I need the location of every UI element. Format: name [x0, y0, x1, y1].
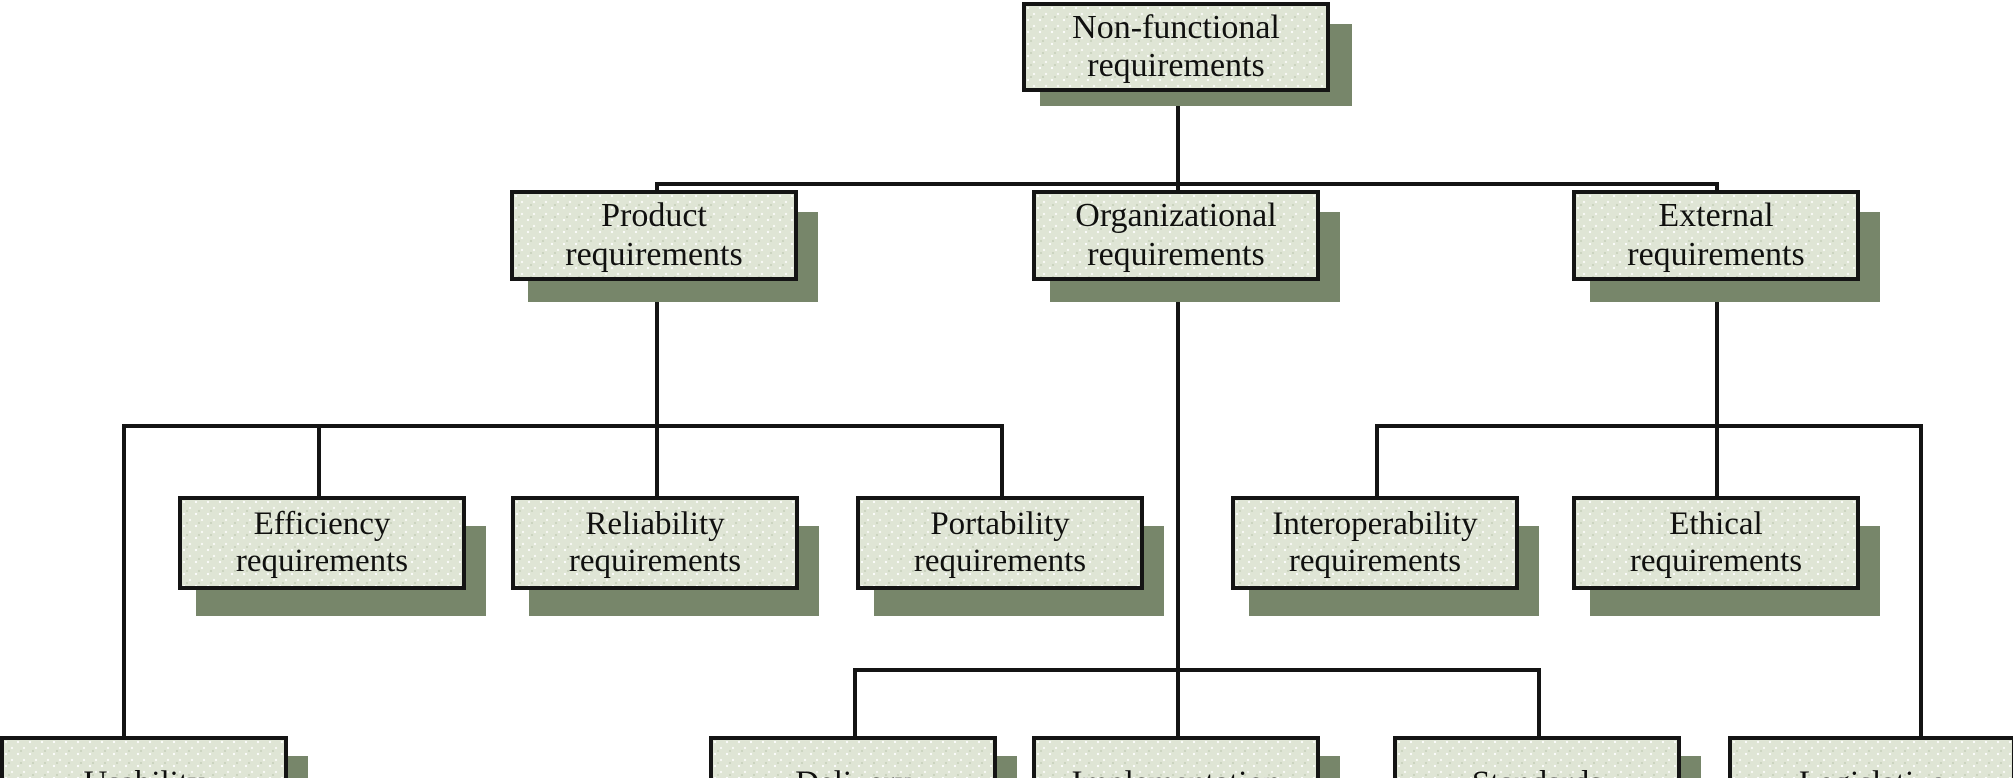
edge-root-stem	[1176, 92, 1180, 184]
node-delivery[interactable]: Delivery	[709, 736, 997, 778]
edge-external-stem	[1715, 281, 1719, 426]
node-label-line1: Efficiency	[253, 506, 391, 543]
node-product-requirements[interactable]: Product requirements	[510, 190, 798, 281]
edge-to-delivery	[853, 668, 857, 736]
edge-to-implementation	[1176, 668, 1180, 736]
node-label-line2: requirements	[1087, 47, 1265, 84]
node-shadow-implementation-side	[1314, 756, 1340, 778]
node-label-line1: Organizational	[1075, 197, 1277, 235]
edge-organizational-bus	[853, 668, 1541, 672]
node-efficiency-requirements[interactable]: Efficiency requirements	[178, 496, 466, 590]
edge-organizational-stem	[1176, 281, 1180, 672]
node-implementation[interactable]: Implementation	[1032, 736, 1320, 778]
edge-to-usability-drop	[122, 424, 126, 736]
edge-to-portability	[1000, 424, 1004, 496]
node-label-line1: Product	[601, 197, 707, 235]
node-label-line2: requirements	[1627, 235, 1805, 273]
node-label-line2: requirements	[1629, 543, 1803, 579]
node-label-line2: requirements	[565, 235, 743, 273]
edge-external-bus	[1375, 424, 1923, 428]
node-label-line2: requirements	[1087, 235, 1265, 273]
node-organizational-requirements[interactable]: Organizational requirements	[1032, 190, 1320, 281]
node-label-line1: Legislative	[1799, 765, 1946, 778]
node-external-requirements[interactable]: External requirements	[1572, 190, 1860, 281]
edge-to-reliability	[655, 424, 659, 496]
node-shadow-interoperability	[1249, 590, 1531, 616]
node-label-line2: requirements	[913, 543, 1087, 579]
node-legislative[interactable]: Legislative	[1728, 736, 2013, 778]
node-label-line2: requirements	[235, 543, 409, 579]
node-standards[interactable]: Standards	[1393, 736, 1681, 778]
node-label-line1: Portability	[930, 506, 1070, 543]
node-label-line1: Standards	[1472, 765, 1602, 778]
edge-level2-bus	[655, 182, 1719, 186]
edge-product-stem	[655, 281, 659, 426]
edge-to-ethical	[1715, 424, 1719, 496]
node-non-functional-requirements[interactable]: Non-functional requirements	[1022, 2, 1330, 92]
node-label-line2: requirements	[1288, 543, 1462, 579]
node-label-line1: Implementation	[1072, 765, 1281, 778]
node-label-line1: Delivery	[795, 765, 910, 778]
node-usability[interactable]: Usability	[0, 736, 288, 778]
node-shadow-standards-side	[1675, 756, 1701, 778]
node-interoperability-requirements[interactable]: Interoperability requirements	[1231, 496, 1519, 590]
node-label-line1: Reliability	[585, 506, 725, 543]
node-shadow-usability-side	[282, 756, 308, 778]
node-label-line2: requirements	[568, 543, 742, 579]
node-label-line1: Non-functional	[1072, 8, 1280, 46]
node-ethical-requirements[interactable]: Ethical requirements	[1572, 496, 1860, 590]
node-portability-requirements[interactable]: Portability requirements	[856, 496, 1144, 590]
edge-to-efficiency	[317, 424, 321, 496]
node-label-line1: External	[1658, 197, 1774, 235]
edge-to-standards	[1537, 668, 1541, 736]
node-reliability-requirements[interactable]: Reliability requirements	[511, 496, 799, 590]
edge-to-legislative-drop	[1919, 424, 1923, 736]
node-shadow-efficiency	[196, 590, 478, 616]
node-shadow-portability	[874, 590, 1156, 616]
node-label-line1: Ethical	[1669, 506, 1763, 543]
node-shadow-reliability	[529, 590, 811, 616]
edge-to-interoperability	[1375, 424, 1379, 496]
node-shadow-ethical	[1590, 590, 1872, 616]
node-shadow-delivery-side	[991, 756, 1017, 778]
node-label-line1: Interoperability	[1272, 506, 1478, 543]
node-label-line1: Usability	[84, 765, 205, 778]
edge-product-bus	[122, 424, 1004, 428]
